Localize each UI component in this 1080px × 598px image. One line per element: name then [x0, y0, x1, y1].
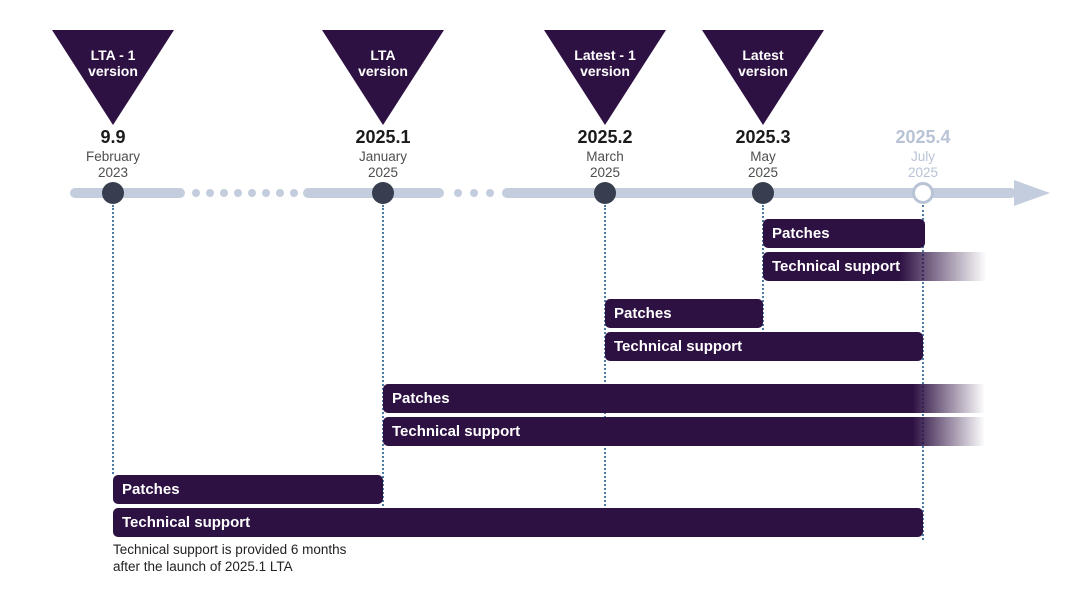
timeline-dot — [470, 189, 478, 197]
footnote-line2: after the launch of 2025.1 LTA — [113, 559, 293, 574]
technical-support-bar-latest: Technical support — [763, 252, 991, 281]
triangle-label-line2: version — [738, 63, 788, 79]
patches-bar-lta: Patches — [383, 384, 985, 413]
version-label-2025-3: 2025.3 — [735, 127, 791, 147]
month-text: July — [910, 149, 936, 164]
technical-support-bar-lta: Technical support — [383, 417, 985, 446]
version-label-2025-1: 2025.1 — [355, 127, 411, 147]
timeline-dot — [290, 189, 298, 197]
year-text: 2025 — [367, 165, 399, 180]
year-text: 2025 — [747, 165, 779, 180]
timeline-node-2025-4-future — [912, 182, 934, 204]
timeline-dot — [234, 189, 242, 197]
year-text: 2023 — [97, 165, 129, 180]
patches-bar-latest: Patches — [763, 219, 925, 248]
month-text: February — [85, 149, 141, 164]
version-triangle-latest-1: Latest - 1 version — [544, 30, 666, 125]
technical-support-bar-lta-1: Technical support — [113, 508, 923, 537]
triangle-label-line1: LTA - 1 — [90, 47, 136, 63]
guide-line-2025-1 — [382, 205, 384, 506]
version-triangle-lta-1: LTA - 1 version — [52, 30, 174, 125]
timeline-arrow-icon — [1014, 180, 1050, 206]
timeline-node-2025-2 — [594, 182, 616, 204]
timeline-node-9-9 — [102, 182, 124, 204]
timeline-dot — [454, 189, 462, 197]
triangle-label-line1: LTA — [370, 47, 396, 63]
date-label: March 2025 — [586, 149, 624, 181]
triangle-label-line2: version — [580, 63, 630, 79]
guide-line-9-9 — [112, 205, 114, 474]
timeline-dot — [206, 189, 214, 197]
month-text: March — [586, 149, 624, 164]
timeline-dot — [486, 189, 494, 197]
year-text: 2025 — [907, 165, 939, 180]
timeline-dot — [220, 189, 228, 197]
date-label: May 2025 — [748, 149, 778, 181]
triangle-label-line1: Latest — [742, 47, 784, 63]
triangle-label-line1: Latest - 1 — [574, 47, 636, 63]
technical-support-bar-latest-1: Technical support — [605, 332, 923, 361]
date-label: January 2025 — [359, 149, 407, 181]
month-text: May — [750, 149, 776, 164]
date-label: February 2023 — [86, 149, 140, 181]
patches-bar-latest-1: Patches — [605, 299, 763, 328]
timeline-node-2025-1 — [372, 182, 394, 204]
version-label-9-9: 9.9 — [100, 127, 126, 147]
date-label: July 2025 — [908, 149, 938, 181]
footnote: Technical support is provided 6 months a… — [113, 541, 346, 575]
footnote-line1: Technical support is provided 6 months — [113, 542, 347, 557]
version-triangle-latest: Latest version — [702, 30, 824, 125]
timeline-dot — [262, 189, 270, 197]
patches-bar-lta-1: Patches — [113, 475, 383, 504]
timeline-node-2025-3 — [752, 182, 774, 204]
guide-line-2025-4 — [922, 205, 924, 540]
version-triangle-lta: LTA version — [322, 30, 444, 125]
year-text: 2025 — [589, 165, 621, 180]
triangle-label-line2: version — [358, 63, 408, 79]
month-text: January — [358, 149, 408, 164]
timeline-dot — [276, 189, 284, 197]
timeline-segment — [70, 188, 185, 198]
timeline-dot — [192, 189, 200, 197]
version-label-2025-2: 2025.2 — [577, 127, 633, 147]
timeline-dot — [248, 189, 256, 197]
version-label-2025-4: 2025.4 — [895, 127, 951, 147]
triangle-label-line2: version — [88, 63, 138, 79]
